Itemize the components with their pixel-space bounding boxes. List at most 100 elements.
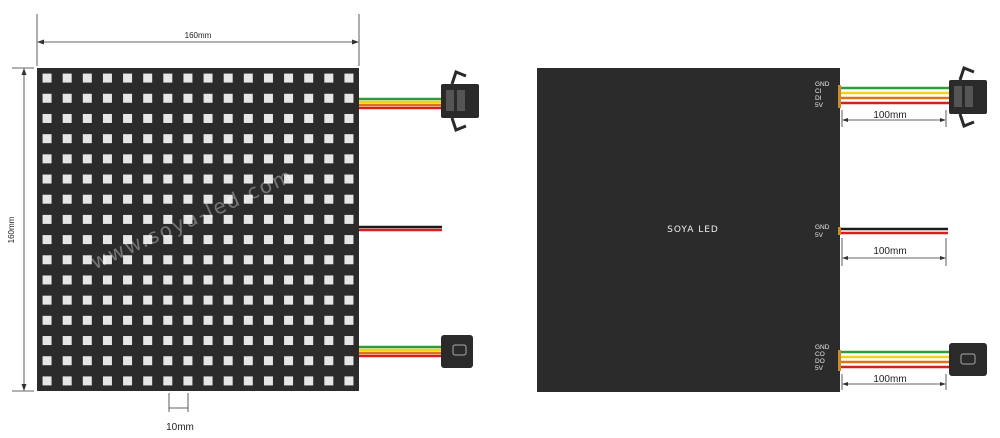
led-pixel — [284, 214, 294, 224]
led-pixel — [203, 295, 213, 305]
led-pixel — [284, 376, 294, 386]
led-pixel — [123, 93, 133, 103]
led-pixel — [304, 113, 314, 123]
brand-label: SOYA LED — [667, 225, 719, 235]
led-pixel — [263, 295, 273, 305]
led-pixel — [143, 255, 153, 265]
front-output-cable — [359, 335, 473, 368]
led-pixel — [42, 315, 52, 325]
led-pixel — [183, 113, 193, 123]
led-pixel — [263, 275, 273, 285]
led-pixel — [263, 376, 273, 386]
led-pixel — [324, 113, 334, 123]
led-pixel — [123, 275, 133, 285]
led-pixel — [243, 154, 253, 164]
led-pixel — [183, 214, 193, 224]
led-pixel — [324, 154, 334, 164]
led-pixel — [324, 174, 334, 184]
led-pixel — [284, 113, 294, 123]
led-pixel — [223, 93, 233, 103]
led-pixel — [102, 275, 112, 285]
led-pixel — [82, 315, 92, 325]
led-pixel — [163, 356, 173, 366]
led-pixel — [223, 376, 233, 386]
led-pixel — [203, 376, 213, 386]
led-pixel — [243, 113, 253, 123]
led-pixel — [123, 73, 133, 83]
led-pixel — [163, 73, 173, 83]
led-pixel — [243, 255, 253, 265]
led-pixel — [82, 356, 92, 366]
led-pixel — [123, 376, 133, 386]
led-pixel — [82, 336, 92, 346]
led-pixel — [183, 154, 193, 164]
led-pixel — [102, 174, 112, 184]
led-pixel — [344, 214, 354, 224]
led-pixel — [304, 214, 314, 224]
led-pixel — [82, 134, 92, 144]
back-input-dimension: 100mm — [841, 110, 947, 127]
led-pixel — [284, 73, 294, 83]
led-pixel — [284, 134, 294, 144]
back-output-connector — [949, 343, 987, 376]
led-pixel — [223, 275, 233, 285]
led-pixel — [243, 235, 253, 245]
front-input-connector — [441, 70, 479, 132]
led-pixel — [42, 356, 52, 366]
led-pixel — [223, 295, 233, 305]
led-pixel — [284, 295, 294, 305]
led-pixel — [203, 154, 213, 164]
led-pixel — [243, 174, 253, 184]
height-label: 160mm — [7, 216, 16, 243]
pin-label: DI — [815, 95, 822, 102]
led-pixel — [143, 93, 153, 103]
led-pixel — [143, 113, 153, 123]
pitch-label: 10mm — [166, 422, 194, 433]
width-dimension: 160mm — [36, 14, 360, 66]
led-pixel — [42, 214, 52, 224]
led-pixel — [123, 174, 133, 184]
pin-label: 5V — [815, 102, 824, 109]
pin-label: GND — [815, 81, 830, 88]
led-pixel — [344, 336, 354, 346]
led-pixel — [324, 356, 334, 366]
led-pixel — [163, 235, 173, 245]
led-pixel — [183, 235, 193, 245]
pin-label: CI — [815, 88, 822, 95]
led-pixel — [223, 315, 233, 325]
led-pixel — [42, 154, 52, 164]
led-pixel — [223, 194, 233, 204]
led-pixel — [284, 275, 294, 285]
led-pixel — [42, 255, 52, 265]
led-pixel — [203, 336, 213, 346]
pitch-dimension: 10mm — [166, 393, 194, 433]
led-pixel — [143, 194, 153, 204]
led-pixel — [243, 356, 253, 366]
led-pixel — [82, 194, 92, 204]
led-pixel — [223, 174, 233, 184]
led-pixel — [304, 336, 314, 346]
led-pixel — [263, 255, 273, 265]
led-pixel — [284, 255, 294, 265]
led-pixel — [143, 336, 153, 346]
led-pixel — [143, 174, 153, 184]
led-pixel — [284, 194, 294, 204]
front-input-cable — [359, 70, 479, 132]
led-pixel — [284, 336, 294, 346]
led-pixel — [344, 174, 354, 184]
led-pixel — [163, 376, 173, 386]
led-pixel — [304, 174, 314, 184]
front-output-connector — [441, 335, 473, 368]
led-pixel — [203, 356, 213, 366]
led-pixel — [344, 275, 354, 285]
led-pixel — [203, 73, 213, 83]
led-pixel — [243, 73, 253, 83]
led-pixel — [82, 93, 92, 103]
led-pixel — [203, 93, 213, 103]
led-pixel — [344, 295, 354, 305]
led-pixel — [284, 93, 294, 103]
led-pixel — [183, 336, 193, 346]
led-pixel — [304, 295, 314, 305]
led-pixel — [42, 174, 52, 184]
